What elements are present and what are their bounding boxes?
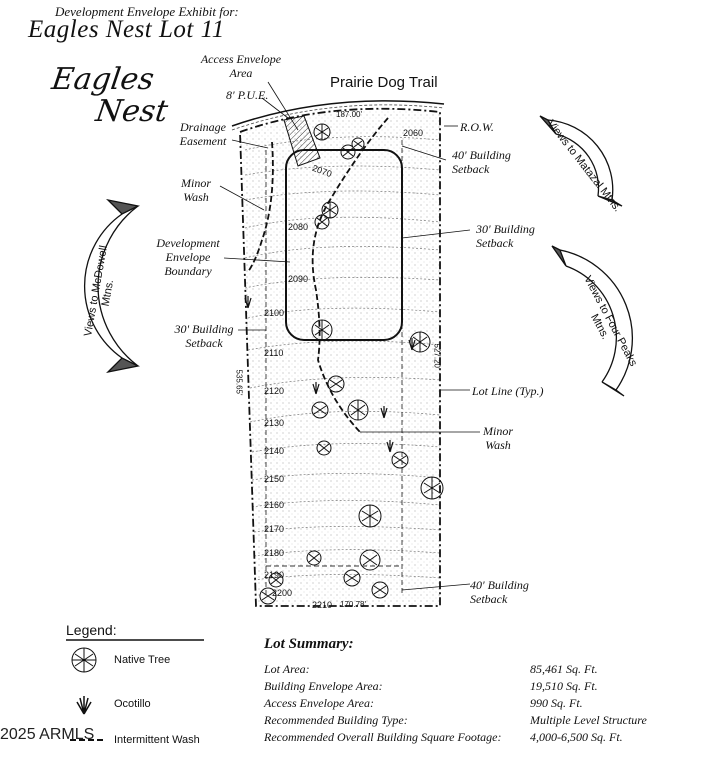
- dimension-left: 535.65': [234, 369, 244, 396]
- leader-lines: [219, 81, 480, 591]
- exhibit-subtitle: Development Envelope Exhibit for:: [55, 4, 239, 19]
- label-setback-40-top: 40' Building Setback: [452, 148, 511, 176]
- view-arc-fourpeaks: [551, 245, 634, 397]
- view-arc-mcdowell: [83, 198, 140, 374]
- contour-label: 2140: [264, 446, 285, 456]
- contour-label: 2090: [288, 274, 309, 284]
- summary-row: Access Envelope Area:990 Sq. Ft.: [264, 696, 583, 710]
- contour-label: 2200: [272, 588, 293, 598]
- dimension-top: 187.00': [336, 110, 362, 119]
- lot-boundary: [239, 107, 441, 607]
- view-arc-matazal: [539, 115, 623, 207]
- contour-label: 2160: [264, 500, 285, 510]
- summary-row: Building Envelope Area:19,510 Sq. Ft.: [264, 679, 598, 693]
- contour-label: 2060: [403, 128, 424, 138]
- contour-label: 2210: [312, 600, 333, 610]
- summary-row: Lot Area:85,461 Sq. Ft.: [264, 662, 598, 676]
- row-line: [231, 100, 445, 127]
- contour-label: 2080: [288, 222, 309, 232]
- exhibit-title: Eagles Nest Lot 11: [28, 16, 225, 43]
- contour-label: 2180: [264, 548, 285, 558]
- legend-native-tree: Native Tree: [114, 654, 171, 666]
- native-trees: [259, 123, 444, 605]
- label-row: R.O.W.: [460, 120, 494, 134]
- copyright-watermark: 2025 ARMLS: [0, 726, 95, 743]
- ocotillo-icon: [76, 696, 92, 715]
- lot-summary-title: Lot Summary:: [264, 636, 354, 652]
- contour-label: 2190: [264, 570, 285, 580]
- label-access-envelope: Access Envelope Area: [200, 52, 282, 80]
- label-pue: 8' P.U.E.: [226, 88, 269, 102]
- contour-label: 2130: [264, 418, 285, 428]
- label-development-envelope: Development Envelope Boundary: [156, 236, 220, 278]
- development-envelope: [285, 149, 403, 341]
- dimension-right: 527.20': [432, 343, 442, 370]
- contour-label: 2100: [264, 308, 285, 318]
- minor-wash-left: [247, 141, 274, 273]
- contour-label: 2150: [264, 474, 285, 484]
- minor-wash-main: [311, 117, 389, 433]
- label-minor-wash-left: Minor Wash: [181, 176, 211, 204]
- ocotillos: [244, 296, 416, 453]
- summary-row: Recommended Overall Building Square Foot…: [264, 730, 623, 744]
- contour-label: 2120: [264, 386, 285, 396]
- contour-lines: [244, 136, 441, 581]
- label-setback-30-right: 30' Building Setback: [476, 222, 535, 250]
- road-name: Prairie Dog Trail: [330, 74, 438, 91]
- contour-label: 2110: [264, 348, 284, 358]
- dimension-bottom: 170.78': [340, 600, 366, 609]
- native-tree-icon: [71, 647, 97, 673]
- summary-row: Recommended Building Type:Multiple Level…: [264, 713, 647, 727]
- access-envelope: [283, 115, 321, 167]
- legend-title: Legend:: [66, 622, 117, 638]
- contour-label: 2170: [264, 524, 285, 534]
- label-minor-wash-right: Minor Wash: [483, 424, 513, 452]
- label-drainage-easement: Drainage Easement: [179, 120, 227, 148]
- lot-area: [240, 108, 440, 607]
- label-lot-line: Lot Line (Typ.): [472, 384, 544, 398]
- label-setback-40-bottom: 40' Building Setback: [470, 578, 529, 606]
- label-setback-30-left: 30' Building Setback: [174, 322, 234, 350]
- legend-ocotillo: Ocotillo: [114, 698, 151, 710]
- legend-intermittent-wash: Intermittent Wash: [114, 734, 200, 746]
